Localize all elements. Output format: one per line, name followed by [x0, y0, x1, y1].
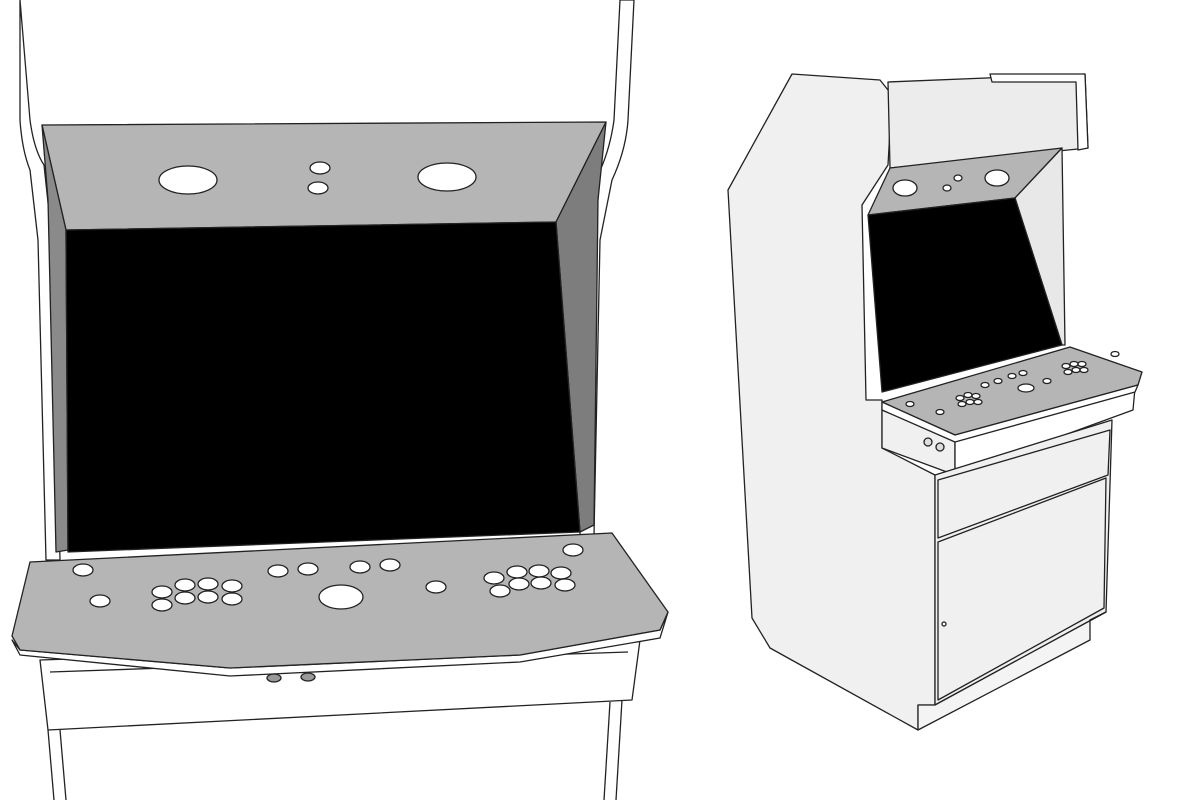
coin-button [923, 437, 933, 447]
front-button-right [300, 672, 316, 682]
marquee-right-panel [989, 73, 1089, 151]
left-side-panel [19, 0, 61, 561]
control-panel-edge [881, 384, 1139, 443]
speaker-panel [41, 121, 607, 231]
marquee-button-top [309, 161, 331, 175]
coin-button [935, 442, 945, 452]
control-buttons-small [905, 350, 1120, 416]
speaker-hole-left-small [892, 179, 918, 197]
marquee-button-bottom [307, 181, 329, 195]
marquee-button-small [953, 174, 963, 182]
monitor-screen [65, 221, 581, 553]
lower-door [937, 477, 1107, 701]
cabinet-leg-left-outer [47, 729, 55, 800]
control-buttons [72, 543, 584, 612]
cabinet-leg-right-outer [615, 699, 623, 800]
upper-drawer [937, 429, 1111, 539]
cabinet-leg-right [603, 701, 611, 800]
front-button-left [266, 673, 282, 683]
base-kick [917, 611, 1107, 731]
isometric-cabinet-view [727, 73, 1143, 731]
speaker-hole-left [158, 165, 218, 195]
monitor-screen-small [867, 197, 1063, 393]
trackball [318, 584, 364, 610]
front-closeup-view [11, 0, 669, 800]
door-lock-icon [941, 621, 947, 627]
speaker-hole-right-small [984, 169, 1010, 187]
right-inner-wall [555, 121, 607, 533]
speaker-hole-right [417, 162, 477, 192]
marquee-button-small [942, 184, 952, 192]
left-inner-wall [41, 124, 69, 553]
cabinet-leg-left [59, 729, 67, 800]
